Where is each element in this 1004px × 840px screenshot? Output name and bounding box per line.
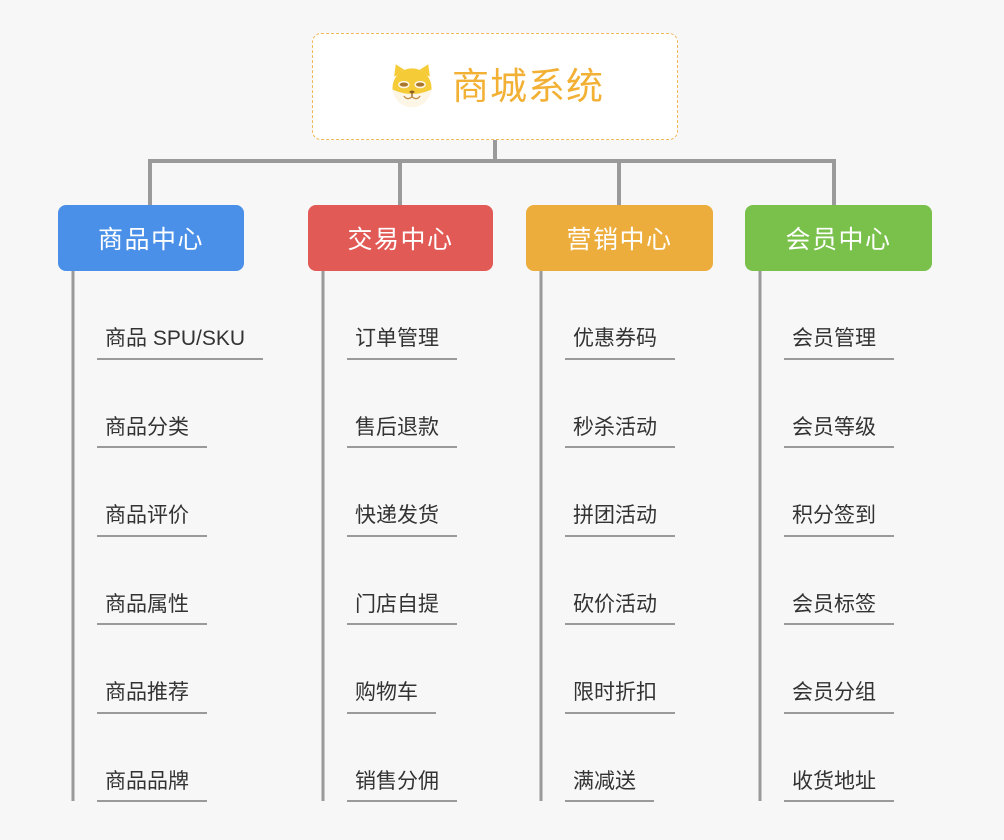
list-item[interactable]: 销售分佣 [323, 714, 493, 802]
item-label: 商品品牌 [97, 770, 207, 802]
category-header-2[interactable]: 营销中心 [526, 205, 713, 271]
category-title-3: 会员中心 [785, 226, 892, 254]
item-label: 拼团活动 [565, 504, 675, 537]
item-label: 售后退款 [347, 416, 457, 448]
item-label: 砍价活动 [565, 593, 675, 625]
column-marketing-center: 营销中心 优惠券码 秒杀活动 拼团活动 砍价活动 限时折扣 满减送 [526, 205, 713, 802]
item-label: 购物车 [347, 681, 436, 714]
list-item[interactable]: 快递发货 [323, 448, 493, 537]
item-label: 积分签到 [784, 504, 894, 537]
column-member-center: 会员中心 会员管理 会员等级 积分签到 会员标签 会员分组 收货地址 [745, 205, 932, 802]
shiba-dog-face-icon [392, 63, 432, 107]
list-item[interactable]: 优惠券码 [541, 271, 713, 360]
list-item[interactable]: 商品属性 [73, 537, 244, 625]
category-header-1[interactable]: 交易中心 [308, 205, 493, 271]
item-list-0: 商品 SPU/SKU 商品分类 商品评价 商品属性 商品推荐 商品品牌 [58, 271, 264, 802]
list-item[interactable]: 收货地址 [760, 714, 932, 802]
list-item[interactable]: 会员分组 [760, 625, 932, 714]
list-item[interactable]: 商品品牌 [73, 714, 244, 802]
item-label: 优惠券码 [565, 327, 675, 360]
item-label: 会员等级 [784, 416, 894, 448]
category-title-2: 营销中心 [566, 226, 673, 254]
root-title: 商城系统 [452, 66, 604, 107]
item-label: 商品分类 [97, 416, 207, 448]
list-item[interactable]: 会员等级 [760, 360, 932, 448]
list-item[interactable]: 会员标签 [760, 537, 932, 625]
list-item[interactable]: 商品 SPU/SKU [73, 271, 264, 360]
list-item[interactable]: 商品推荐 [73, 625, 244, 714]
item-label: 订单管理 [347, 327, 457, 360]
item-label: 商品推荐 [97, 681, 207, 714]
category-title-1: 交易中心 [347, 226, 454, 254]
list-item[interactable]: 购物车 [323, 625, 493, 714]
item-list-2: 优惠券码 秒杀活动 拼团活动 砍价活动 限时折扣 满减送 [526, 271, 713, 802]
list-item[interactable]: 门店自提 [323, 537, 493, 625]
list-item[interactable]: 秒杀活动 [541, 360, 713, 448]
item-label: 商品 SPU/SKU [97, 327, 264, 360]
list-item[interactable]: 商品分类 [73, 360, 244, 448]
category-header-0[interactable]: 商品中心 [58, 205, 244, 271]
list-item[interactable]: 订单管理 [323, 271, 493, 360]
item-label: 商品评价 [97, 504, 207, 537]
category-header-3[interactable]: 会员中心 [745, 205, 932, 271]
list-item[interactable]: 商品评价 [73, 448, 244, 537]
list-item[interactable]: 限时折扣 [541, 625, 713, 714]
item-label: 销售分佣 [347, 770, 457, 802]
item-label: 限时折扣 [565, 681, 675, 714]
item-label: 门店自提 [347, 593, 457, 625]
list-item[interactable]: 会员管理 [760, 271, 932, 360]
item-label: 会员标签 [784, 593, 894, 625]
item-list-1: 订单管理 售后退款 快递发货 门店自提 购物车 销售分佣 [308, 271, 493, 802]
column-trade-center: 交易中心 订单管理 售后退款 快递发货 门店自提 购物车 销售分佣 [308, 205, 493, 802]
list-item[interactable]: 拼团活动 [541, 448, 713, 537]
item-list-3: 会员管理 会员等级 积分签到 会员标签 会员分组 收货地址 [745, 271, 932, 802]
column-product-center: 商品中心 商品 SPU/SKU 商品分类 商品评价 商品属性 商品推荐 商品品牌 [58, 205, 264, 802]
root-node[interactable]: 商城系统 [312, 33, 678, 140]
item-label: 满减送 [565, 770, 654, 802]
list-item[interactable]: 满减送 [541, 714, 713, 802]
item-label: 收货地址 [784, 770, 894, 802]
item-label: 快递发货 [347, 504, 457, 537]
list-item[interactable]: 砍价活动 [541, 537, 713, 625]
item-label: 会员管理 [784, 327, 894, 360]
item-label: 商品属性 [97, 593, 207, 625]
list-item[interactable]: 售后退款 [323, 360, 493, 448]
item-label: 秒杀活动 [565, 416, 675, 448]
item-label: 会员分组 [784, 681, 894, 714]
category-title-0: 商品中心 [97, 226, 204, 254]
list-item[interactable]: 积分签到 [760, 448, 932, 537]
